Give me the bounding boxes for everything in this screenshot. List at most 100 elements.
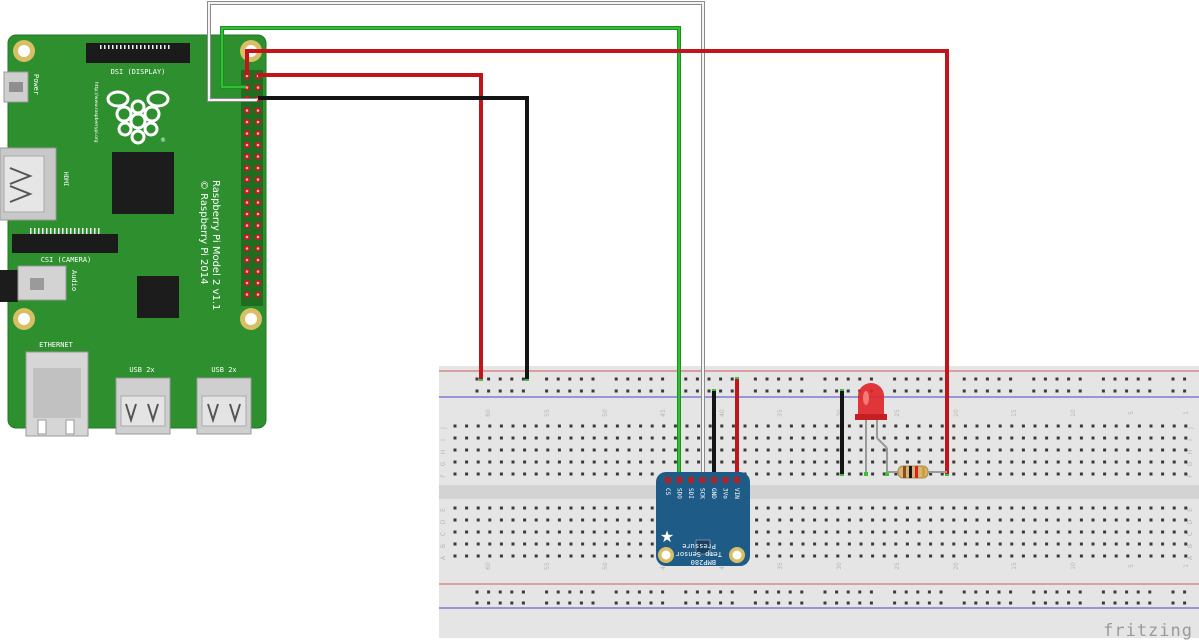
- terminal-hole: [1091, 448, 1095, 452]
- rail-hole: [1032, 377, 1036, 381]
- rail-hole: [835, 590, 839, 594]
- terminal-hole: [940, 436, 944, 440]
- rail-hole: [904, 590, 908, 594]
- terminal-hole: [847, 554, 851, 558]
- rail-hole: [591, 377, 595, 381]
- terminal-hole: [882, 506, 886, 510]
- rail-hole: [1183, 601, 1187, 605]
- terminal-hole: [801, 530, 805, 534]
- rail-hole: [695, 601, 699, 605]
- terminal-hole: [1045, 506, 1049, 510]
- connected-hole: [885, 472, 889, 476]
- terminal-hole: [465, 424, 469, 428]
- terminal-hole: [766, 530, 770, 534]
- rail-hole: [893, 377, 897, 381]
- terminal-hole: [639, 436, 643, 440]
- terminal-hole: [871, 518, 875, 522]
- terminal-hole: [882, 424, 886, 428]
- terminal-hole: [836, 472, 840, 476]
- terminal-hole: [1091, 542, 1095, 546]
- terminal-hole: [940, 518, 944, 522]
- rail-hole: [823, 377, 827, 381]
- terminal-hole: [859, 460, 863, 464]
- sensor-name: BMP280: [691, 558, 716, 566]
- rail-hole: [487, 601, 491, 605]
- terminal-hole: [801, 518, 805, 522]
- terminal-hole: [511, 472, 515, 476]
- terminal-hole: [824, 424, 828, 428]
- terminal-hole: [569, 424, 573, 428]
- terminal-hole: [627, 436, 631, 440]
- terminal-hole: [1091, 506, 1095, 510]
- wire-red-power: [258, 73, 483, 379]
- terminal-hole: [894, 436, 898, 440]
- terminal-hole: [882, 472, 886, 476]
- rail-hole: [579, 590, 583, 594]
- terminal-hole: [905, 424, 909, 428]
- rail-hole: [765, 377, 769, 381]
- terminal-hole: [511, 518, 515, 522]
- terminal-hole: [952, 424, 956, 428]
- terminal-hole: [1056, 460, 1060, 464]
- rail-hole: [962, 377, 966, 381]
- row-letter: F: [440, 474, 447, 478]
- terminal-hole: [1114, 436, 1118, 440]
- rail-hole: [1009, 377, 1013, 381]
- sensor-pin: [665, 477, 671, 483]
- terminal-hole: [743, 460, 747, 464]
- terminal-hole: [836, 530, 840, 534]
- terminal-hole: [1079, 530, 1083, 534]
- terminal-hole: [604, 436, 608, 440]
- terminal-hole: [1010, 530, 1014, 534]
- terminal-hole: [929, 518, 933, 522]
- rail-hole: [788, 590, 792, 594]
- rail-hole: [1055, 601, 1059, 605]
- terminal-hole: [1091, 436, 1095, 440]
- terminal-hole: [859, 554, 863, 558]
- terminal-hole: [987, 448, 991, 452]
- terminal-hole: [975, 460, 979, 464]
- usb-controller-chip: [137, 276, 179, 318]
- terminal-hole: [894, 460, 898, 464]
- terminal-hole: [488, 472, 492, 476]
- terminal-hole: [465, 472, 469, 476]
- terminal-hole: [801, 448, 805, 452]
- terminal-hole: [755, 554, 759, 558]
- terminal-hole: [581, 518, 585, 522]
- terminal-hole: [743, 448, 747, 452]
- terminal-hole: [546, 472, 550, 476]
- rail-hole: [475, 601, 479, 605]
- terminal-hole: [476, 554, 480, 558]
- rail-hole: [1043, 389, 1047, 393]
- terminal-hole: [963, 554, 967, 558]
- terminal-hole: [894, 424, 898, 428]
- terminal-hole: [1068, 460, 1072, 464]
- sensor-chip: [695, 539, 711, 555]
- terminal-hole: [975, 424, 979, 428]
- terminal-hole: [1149, 472, 1153, 476]
- mounting-hole: [13, 308, 35, 330]
- terminal-hole: [499, 542, 503, 546]
- rail-hole: [1136, 601, 1140, 605]
- terminal-hole: [1079, 460, 1083, 464]
- terminal-hole: [755, 542, 759, 546]
- terminal-hole: [581, 448, 585, 452]
- rail-hole: [626, 590, 630, 594]
- terminal-hole: [1056, 518, 1060, 522]
- rail-hole: [939, 590, 943, 594]
- terminal-hole: [789, 424, 793, 428]
- terminal-hole: [847, 460, 851, 464]
- rail-hole: [661, 389, 665, 393]
- terminal-hole: [650, 518, 654, 522]
- column-number: 5: [1128, 411, 1135, 415]
- terminal-hole: [882, 460, 886, 464]
- terminal-hole: [975, 530, 979, 534]
- sensor-pin-label: CS: [664, 488, 671, 496]
- terminal-hole: [1079, 506, 1083, 510]
- rail-hole: [939, 389, 943, 393]
- rail-hole: [985, 377, 989, 381]
- rail-hole: [1067, 601, 1071, 605]
- terminal-hole: [1114, 472, 1118, 476]
- terminal-hole: [1056, 448, 1060, 452]
